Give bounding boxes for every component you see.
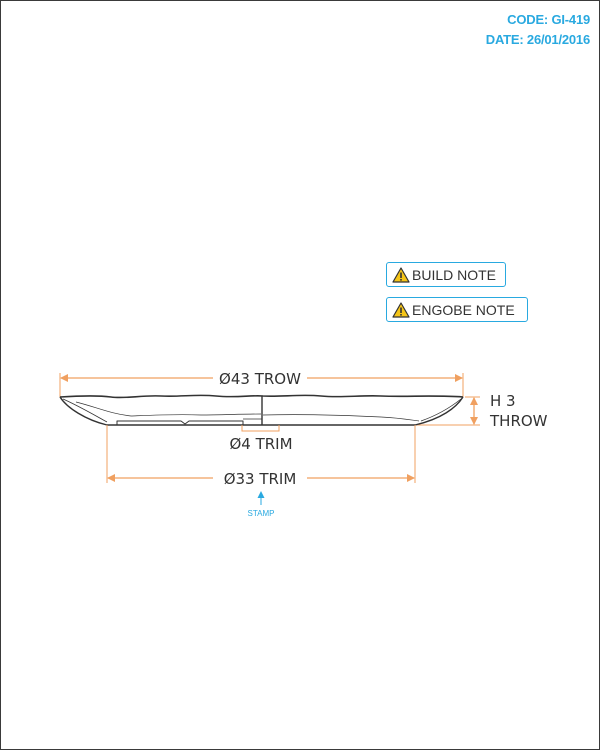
engobe-note-label: ENGOBE NOTE — [412, 301, 515, 318]
inner-trim-label: Ø4 TRIM — [229, 435, 292, 453]
build-note-button[interactable]: BUILD NOTE — [386, 262, 506, 287]
overall-diameter-label: Ø43 TROW — [219, 370, 301, 388]
warning-icon — [392, 301, 410, 318]
arrow-up-icon — [257, 491, 265, 498]
warning-icon — [392, 266, 410, 283]
height-dimension: H 3 THROW — [415, 392, 548, 430]
build-note-label: BUILD NOTE — [412, 266, 497, 283]
overall-diameter-dimension: Ø43 TROW — [59, 370, 464, 397]
drawing-date: DATE: 26/01/2016 — [485, 32, 590, 47]
stamp-marker: STAMP — [248, 491, 275, 518]
stamp-label: STAMP — [248, 509, 275, 518]
product-code: CODE: GI-419 — [507, 12, 590, 27]
engobe-note-button[interactable]: ENGOBE NOTE — [386, 297, 528, 322]
plate-profile — [59, 394, 464, 426]
foot-diameter-dimension: Ø33 TRIM — [106, 425, 416, 488]
inner-trim-dimension: Ø4 TRIM — [229, 425, 293, 453]
foot-diameter-label: Ø33 TRIM — [224, 470, 297, 488]
height-label-line1: H 3 — [490, 392, 516, 410]
height-label-line2: THROW — [489, 412, 548, 430]
